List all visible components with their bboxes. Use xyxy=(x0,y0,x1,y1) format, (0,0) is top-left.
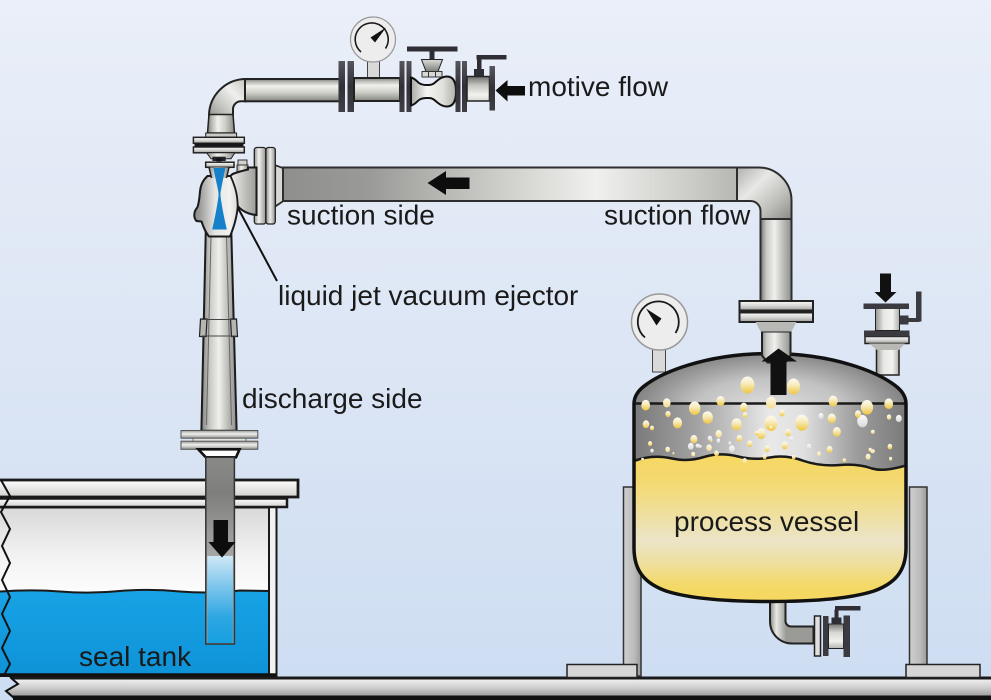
svg-text:motive flow: motive flow xyxy=(528,71,669,102)
svg-text:suction side: suction side xyxy=(287,200,435,231)
svg-text:seal tank: seal tank xyxy=(79,641,192,672)
svg-text:discharge side: discharge side xyxy=(242,383,423,414)
svg-text:process vessel: process vessel xyxy=(674,506,859,537)
svg-text:suction flow: suction flow xyxy=(604,200,751,231)
svg-text:liquid jet vacuum ejector: liquid jet vacuum ejector xyxy=(278,280,578,311)
